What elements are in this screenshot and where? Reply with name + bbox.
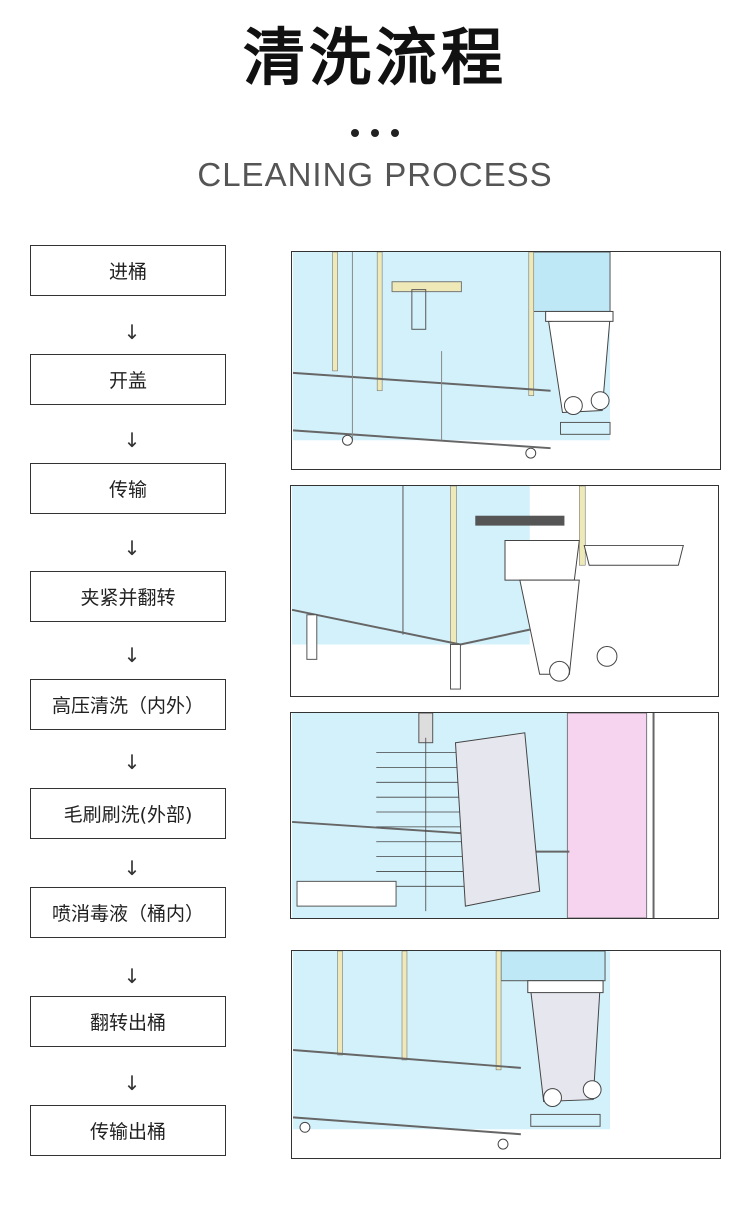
step-clamp-flip: 夹紧并翻转 bbox=[30, 571, 226, 622]
dot bbox=[371, 129, 379, 137]
arrow-down-icon: ↓ bbox=[123, 428, 141, 452]
decorative-dots bbox=[351, 129, 399, 137]
arrow-down-icon: ↓ bbox=[123, 536, 141, 560]
step-high-pressure-wash: 高压清洗（内外） bbox=[30, 679, 226, 730]
page-subtitle: CLEANING PROCESS bbox=[197, 156, 553, 193]
machine-illustration-transport bbox=[290, 485, 719, 697]
arrow-down-icon: ↓ bbox=[123, 320, 141, 344]
dot bbox=[351, 129, 359, 137]
arrow-down-icon: ↓ bbox=[123, 750, 141, 774]
machine-illustration-intake bbox=[291, 251, 721, 470]
step-bin-in: 进桶 bbox=[30, 245, 226, 296]
machine-illustration-output bbox=[291, 950, 721, 1159]
step-disinfect: 喷消毒液（桶内） bbox=[30, 887, 226, 938]
dot bbox=[391, 129, 399, 137]
arrow-down-icon: ↓ bbox=[123, 643, 141, 667]
arrow-down-icon: ↓ bbox=[123, 1071, 141, 1095]
page-title: 清洗流程 bbox=[242, 21, 507, 94]
arrow-down-icon: ↓ bbox=[123, 964, 141, 988]
step-transport: 传输 bbox=[30, 463, 226, 514]
arrow-down-icon: ↓ bbox=[123, 856, 141, 880]
step-brush-wash: 毛刷刷洗(外部) bbox=[30, 788, 226, 839]
step-transport-out: 传输出桶 bbox=[30, 1105, 226, 1156]
machine-illustration-brush-wash bbox=[290, 712, 719, 919]
step-open-lid: 开盖 bbox=[30, 354, 226, 405]
step-flip-out: 翻转出桶 bbox=[30, 996, 226, 1047]
